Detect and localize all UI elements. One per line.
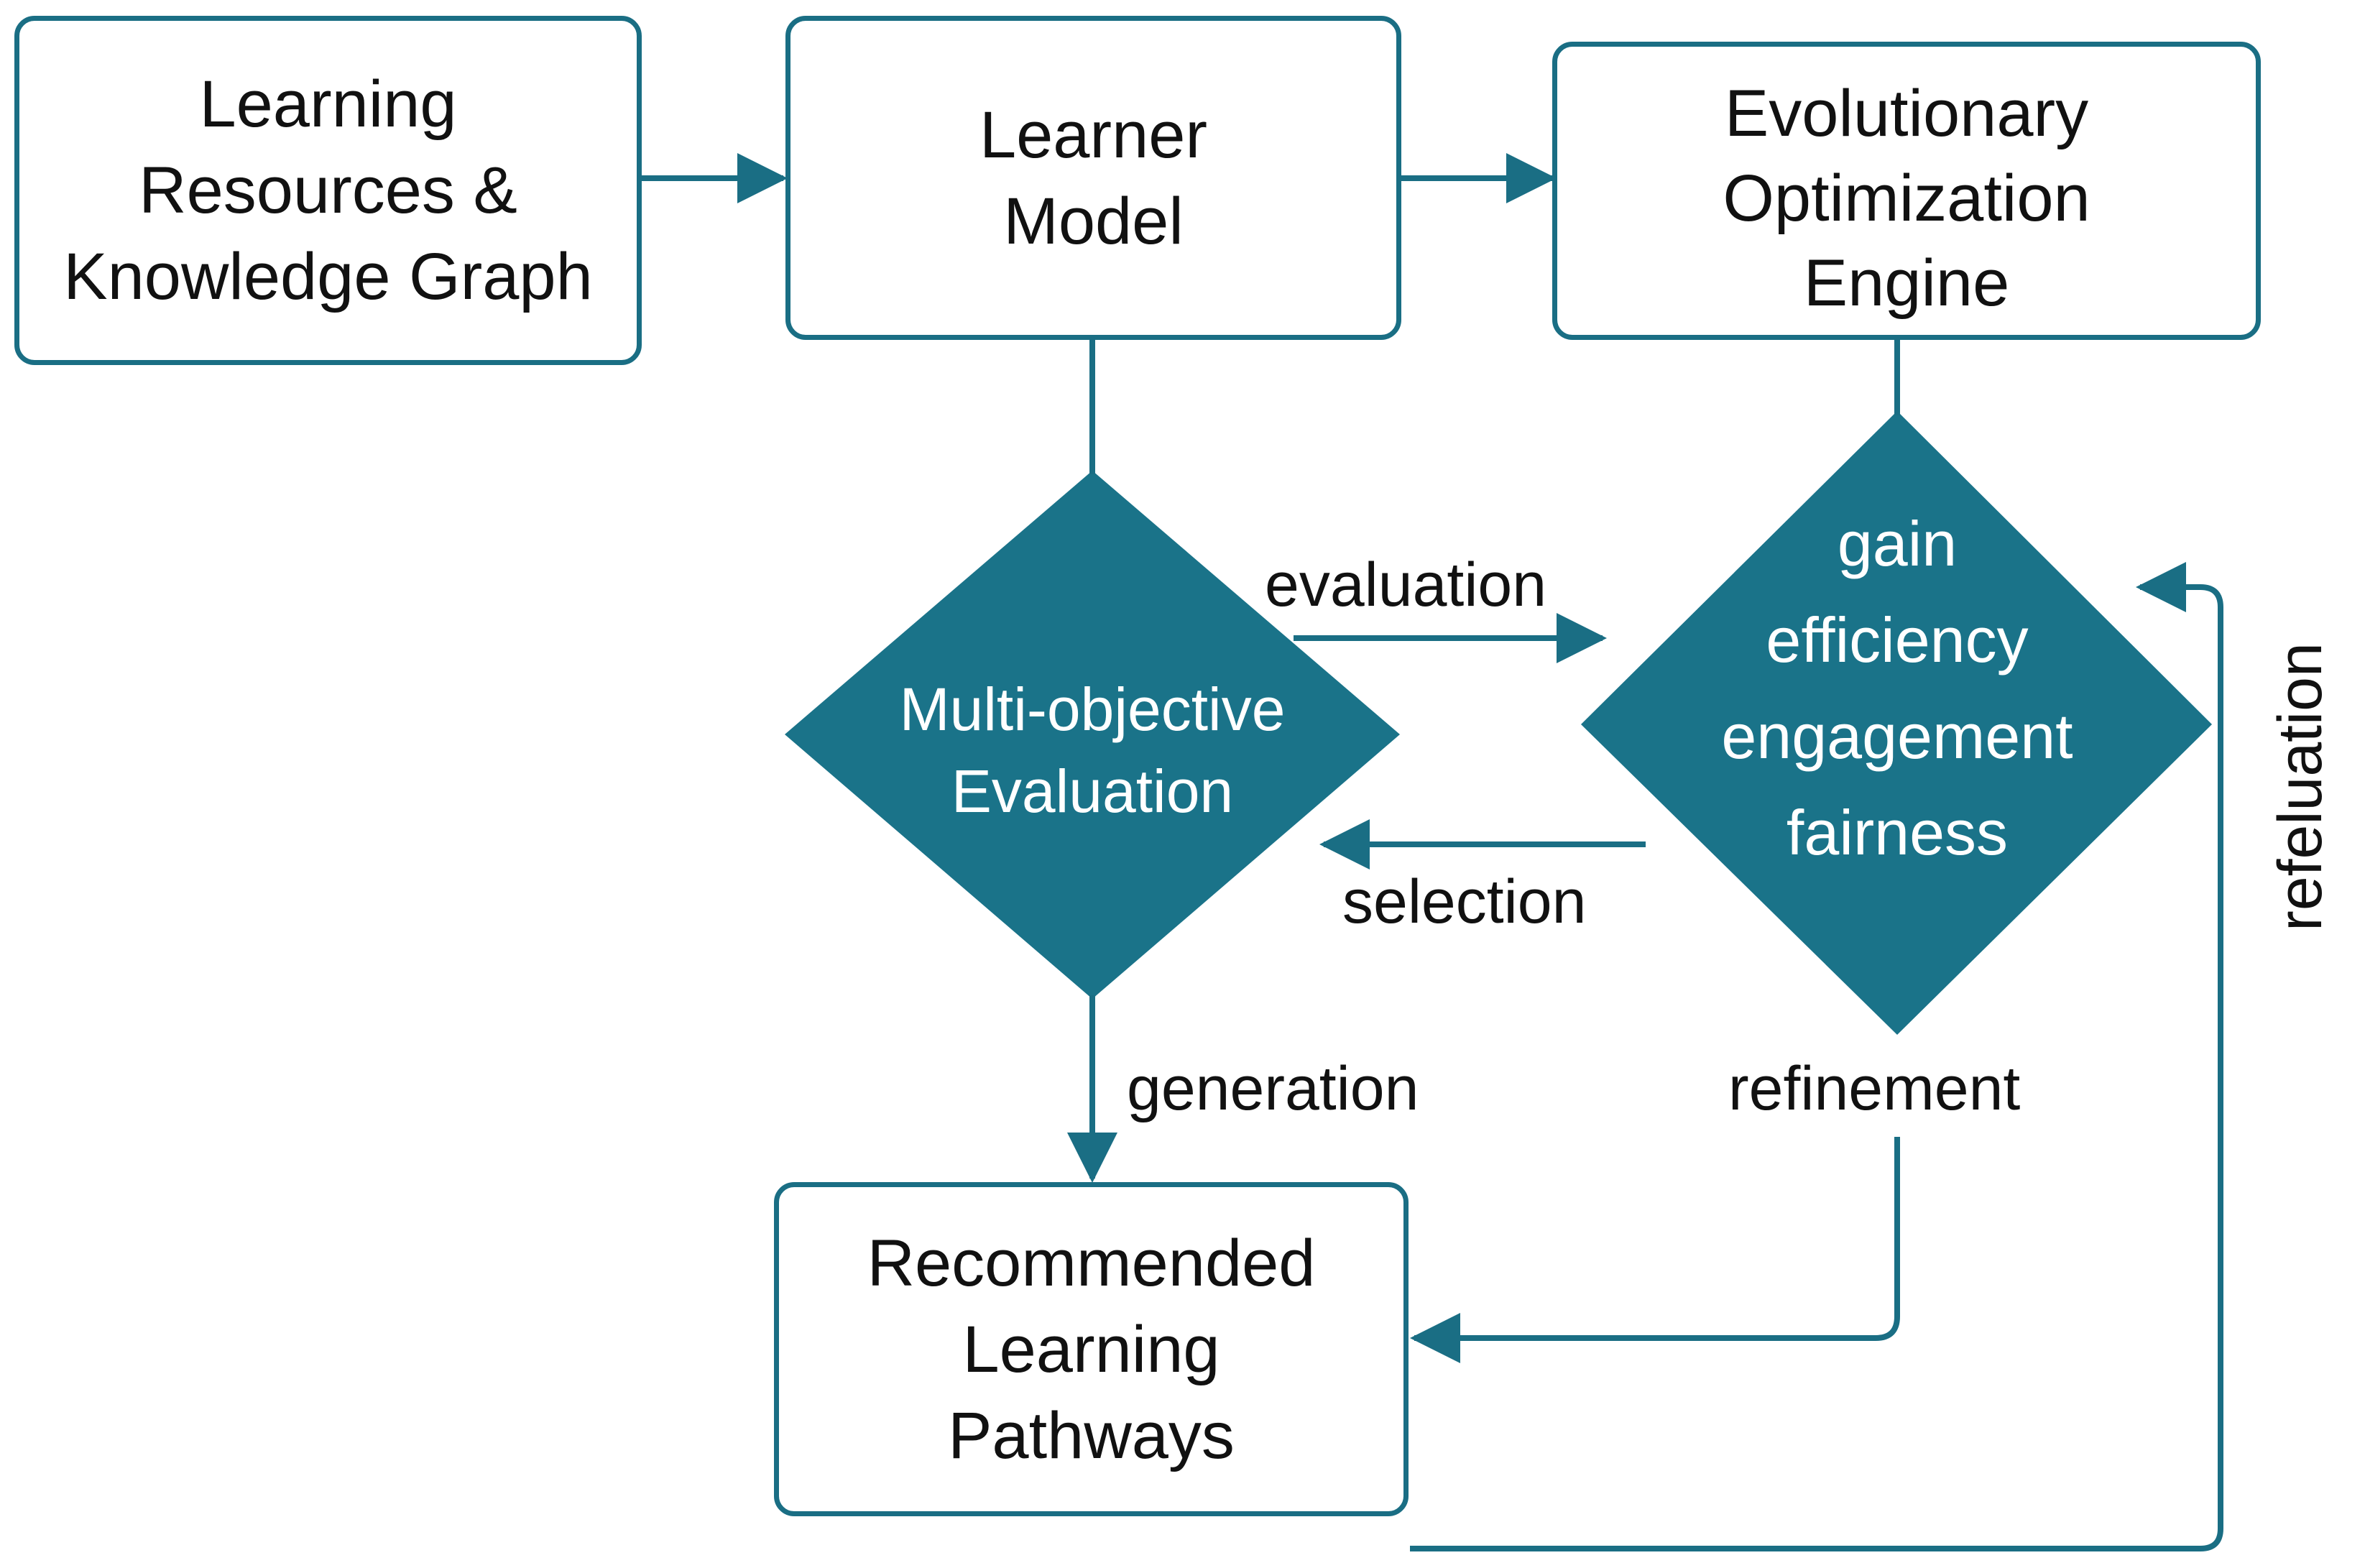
selection-edge-label: selection bbox=[1342, 867, 1587, 936]
resources-node: Learning Resources & Knowledge Graph bbox=[14, 16, 642, 365]
learner-model-node: Learner Model bbox=[785, 16, 1401, 340]
refinement-edge-label: refinement bbox=[1728, 1054, 2021, 1123]
objectives-diamond-shape bbox=[1581, 411, 2212, 1035]
generation-edge-label: generation bbox=[1127, 1054, 1419, 1123]
arrow-refeluation bbox=[1410, 562, 2223, 1551]
objectives-diamond-label: gain efficiency engagement fairness bbox=[1721, 508, 2073, 868]
refeluation-edge-label: refeluation bbox=[2265, 642, 2335, 931]
pathways-node: Recommended Learning Pathways bbox=[774, 1182, 1409, 1516]
resources-node-label: Learning Resources & Knowledge Graph bbox=[63, 68, 593, 313]
engine-node: Evolutionary Optimization Engine bbox=[1552, 42, 2261, 340]
pathways-node-label: Recommended Learning Pathways bbox=[867, 1226, 1316, 1472]
evaluation-diamond-label: Multi-objective Evaluation bbox=[899, 675, 1286, 825]
evaluation-diamond-shape bbox=[785, 471, 1400, 999]
engine-node-label: Evolutionary Optimization Engine bbox=[1723, 76, 2090, 320]
learner-model-node-label: Learner Model bbox=[979, 98, 1208, 258]
evaluation-edge-label: evaluation bbox=[1265, 550, 1547, 619]
arrow-refinement bbox=[1410, 1137, 1900, 1363]
